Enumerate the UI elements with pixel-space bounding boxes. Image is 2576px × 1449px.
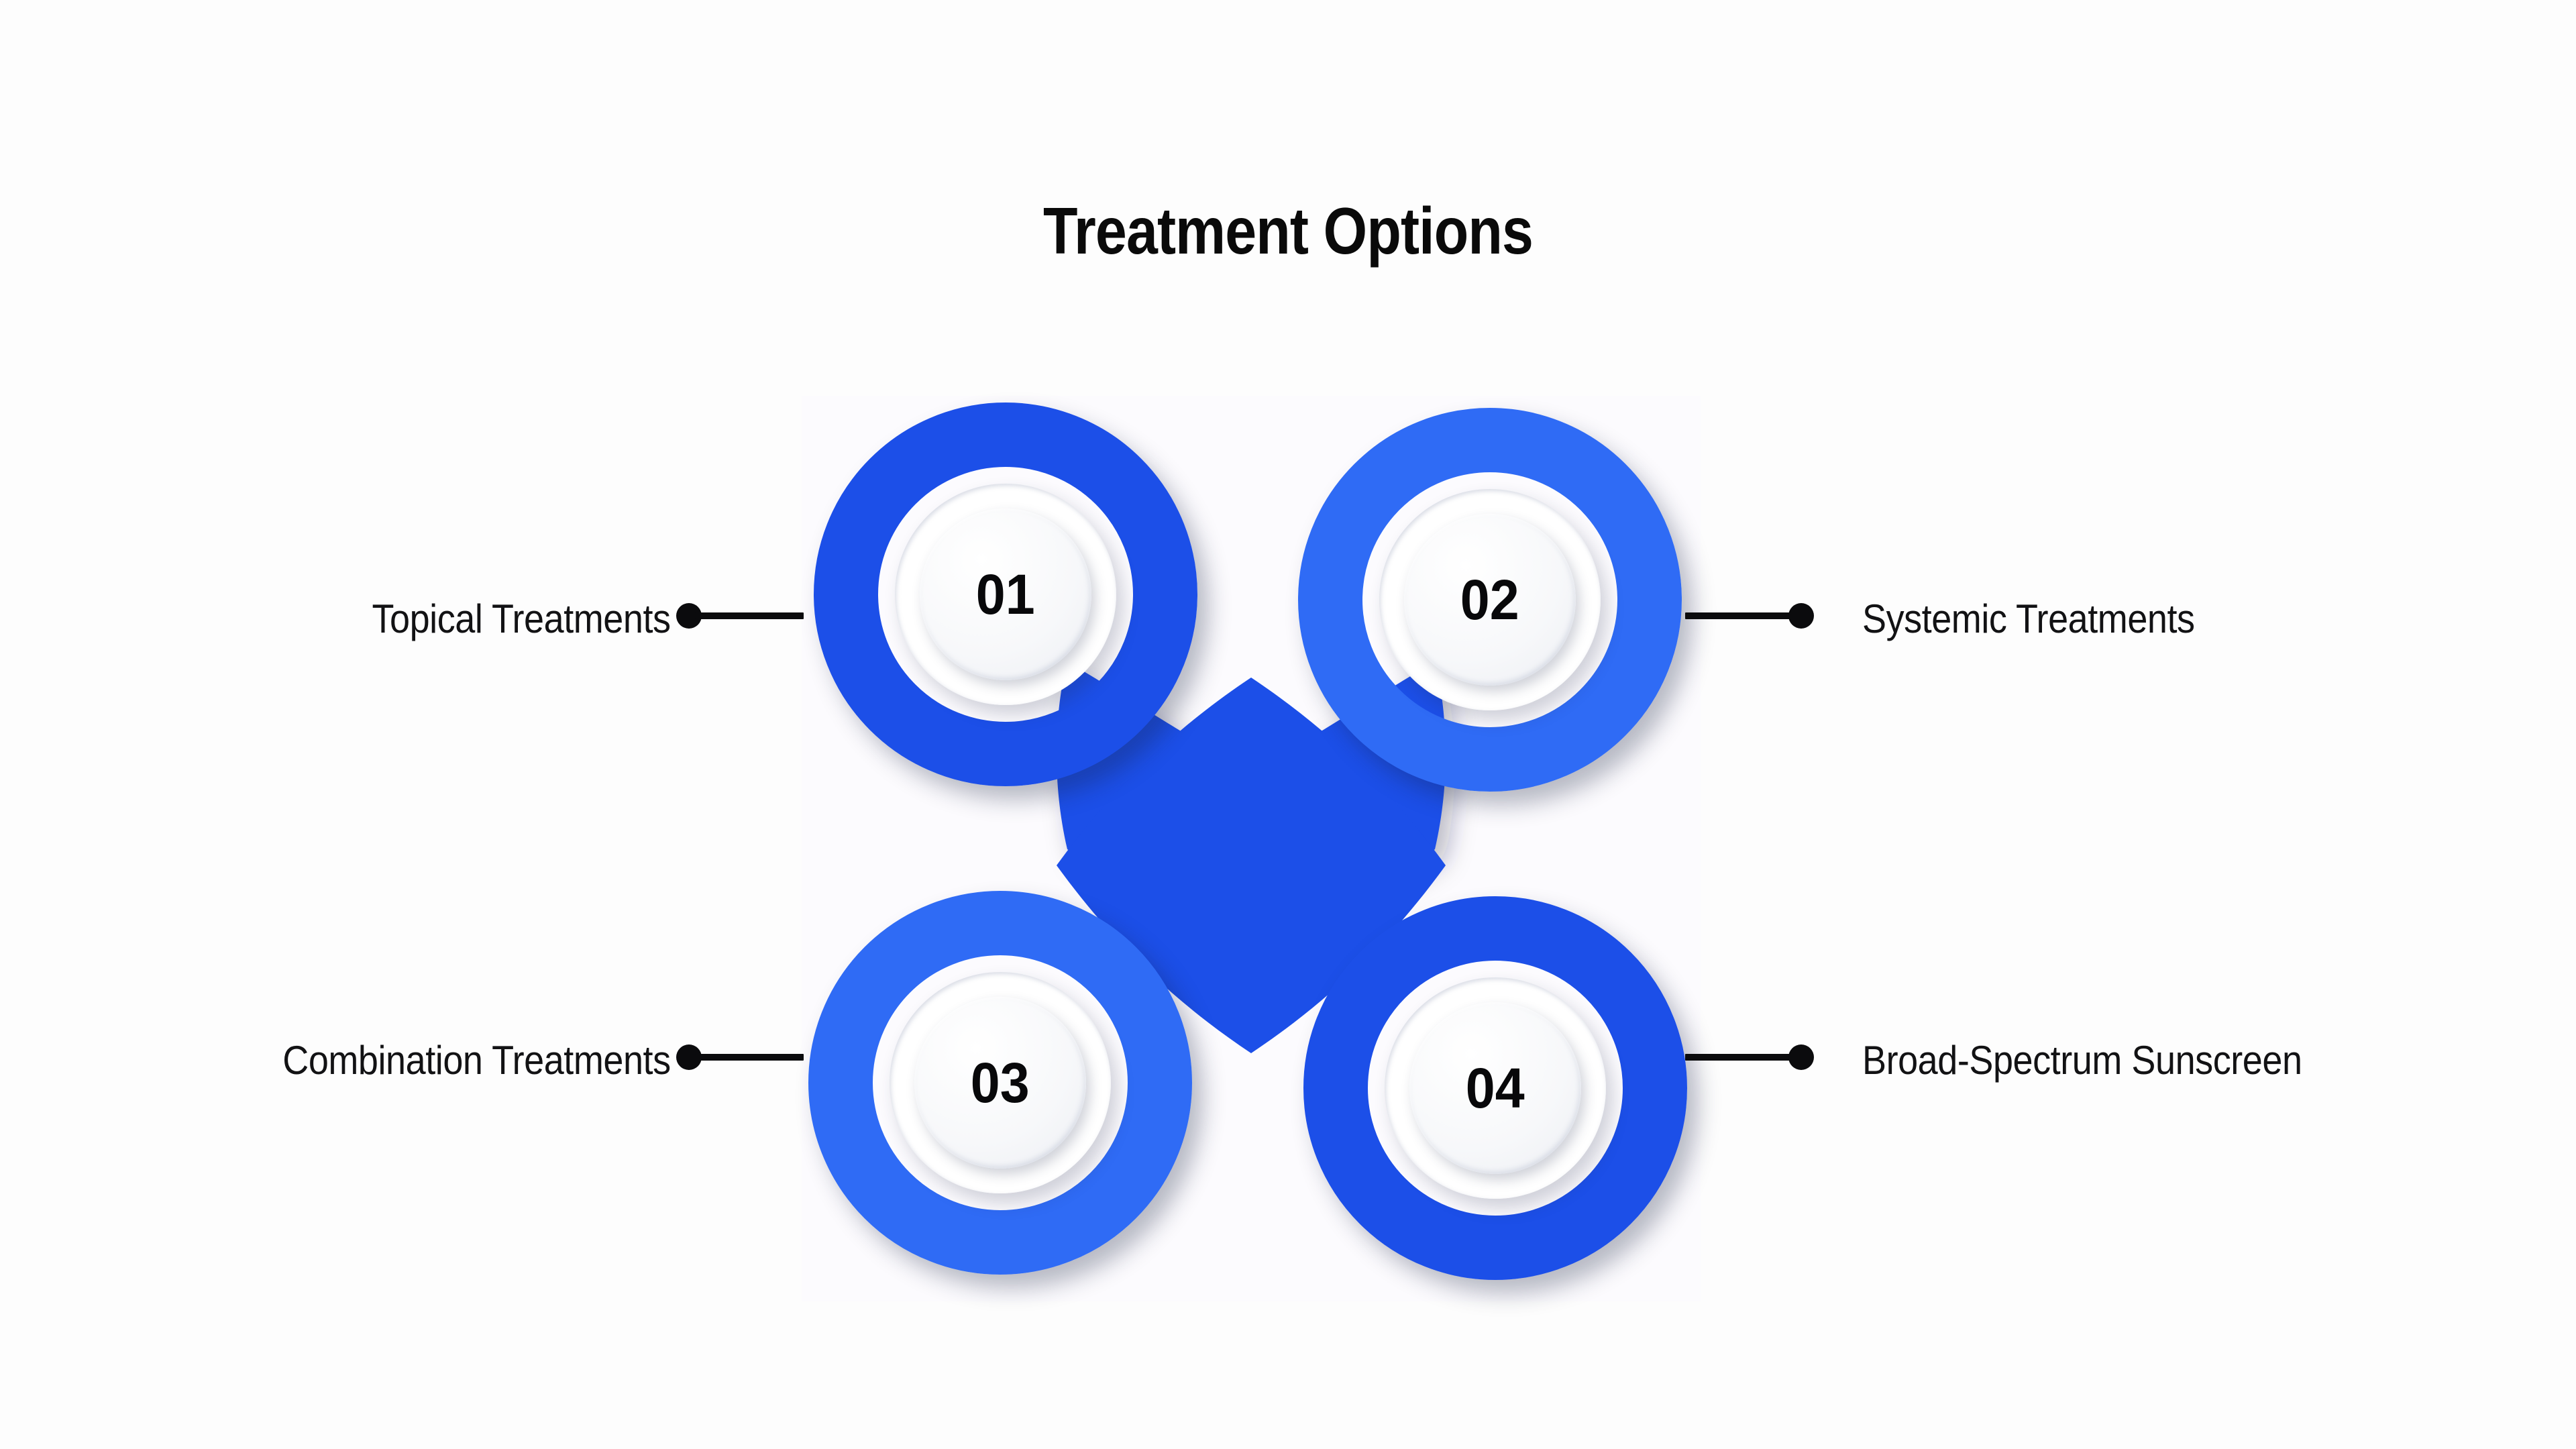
node-label-03: Combination Treatments (282, 1038, 672, 1083)
ring-04[interactable] (1303, 896, 1687, 1280)
ring-02[interactable] (1298, 408, 1682, 792)
connector-line-04 (1685, 1054, 1795, 1061)
ring-01[interactable] (814, 402, 1197, 786)
ring-03[interactable] (808, 891, 1192, 1275)
node-label-04: Broad-Spectrum Sunscreen (1862, 1038, 2302, 1083)
connector-line-03 (695, 1054, 804, 1061)
connector-dot-02 (1788, 603, 1814, 629)
node-label-02: Systemic Treatments (1862, 596, 2195, 641)
connector-line-01 (695, 612, 804, 619)
connector-line-02 (1685, 612, 1795, 619)
interlocking-circles-graphic: 01 02 03 04 (802, 396, 1701, 1301)
node-label-01: Topical Treatments (372, 596, 672, 641)
page-title: Treatment Options (1043, 194, 1534, 268)
connector-dot-04 (1788, 1044, 1814, 1070)
center-connector-shape (1057, 661, 1446, 1053)
